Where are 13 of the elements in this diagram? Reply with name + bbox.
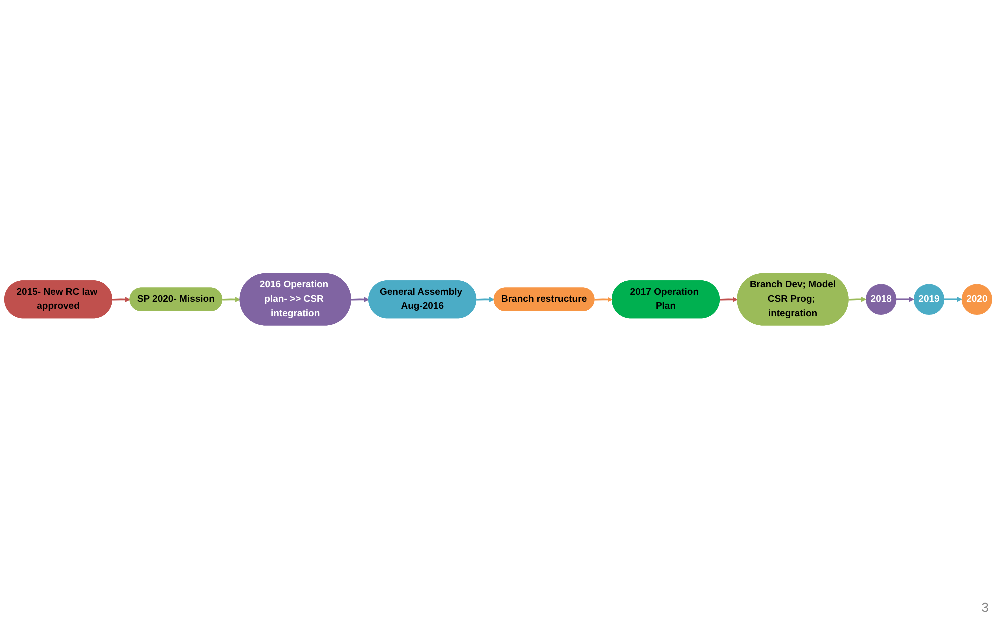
node-circle: 2019 xyxy=(914,284,945,316)
page-number: 3 xyxy=(982,600,989,615)
arrow xyxy=(594,298,613,303)
node-circle: 2018 xyxy=(866,284,897,316)
arrow xyxy=(351,298,370,303)
arrow xyxy=(944,297,962,303)
arrow xyxy=(222,298,241,303)
arrow xyxy=(476,298,495,303)
arrow xyxy=(848,297,867,303)
node-circle: 2020 xyxy=(962,284,992,316)
arrow xyxy=(720,298,738,303)
arrow xyxy=(112,298,131,303)
arrow xyxy=(896,297,914,303)
